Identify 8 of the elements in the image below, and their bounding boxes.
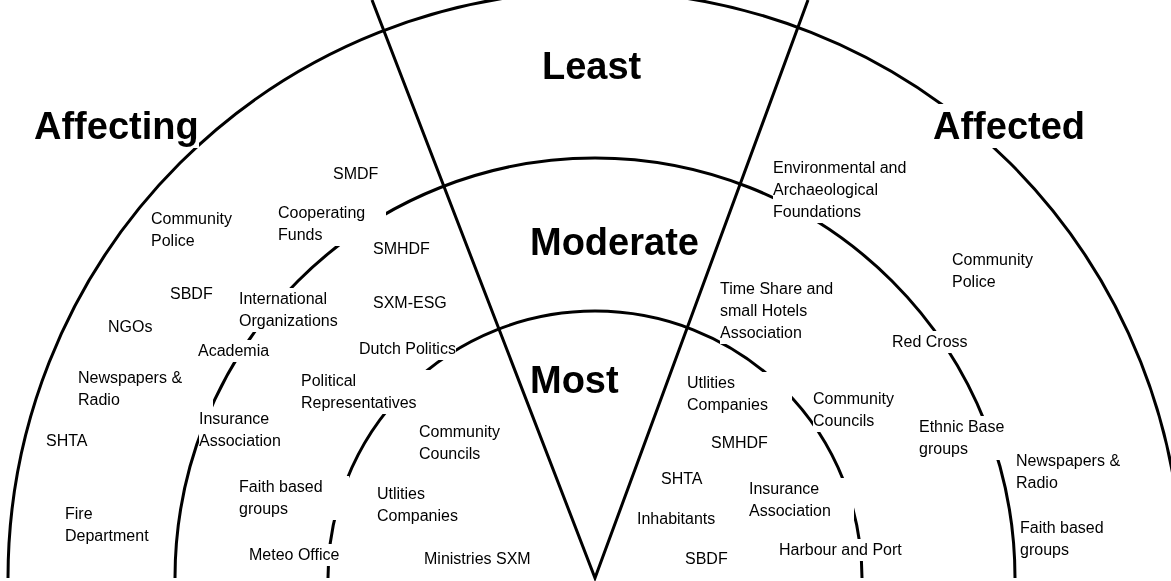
stakeholder-label: Meteo Office [249,544,340,566]
stakeholder-label: Red Cross [892,331,968,353]
stakeholder-label: Harbour and Port [779,539,902,561]
stakeholder-label: Insurance Association [749,478,854,522]
stakeholder-label: Utlities Companies [687,372,792,416]
zone-heading: Affected [933,104,1086,148]
stakeholder-label: Academia [198,340,270,362]
stakeholder-label: Faith based groups [239,476,349,520]
